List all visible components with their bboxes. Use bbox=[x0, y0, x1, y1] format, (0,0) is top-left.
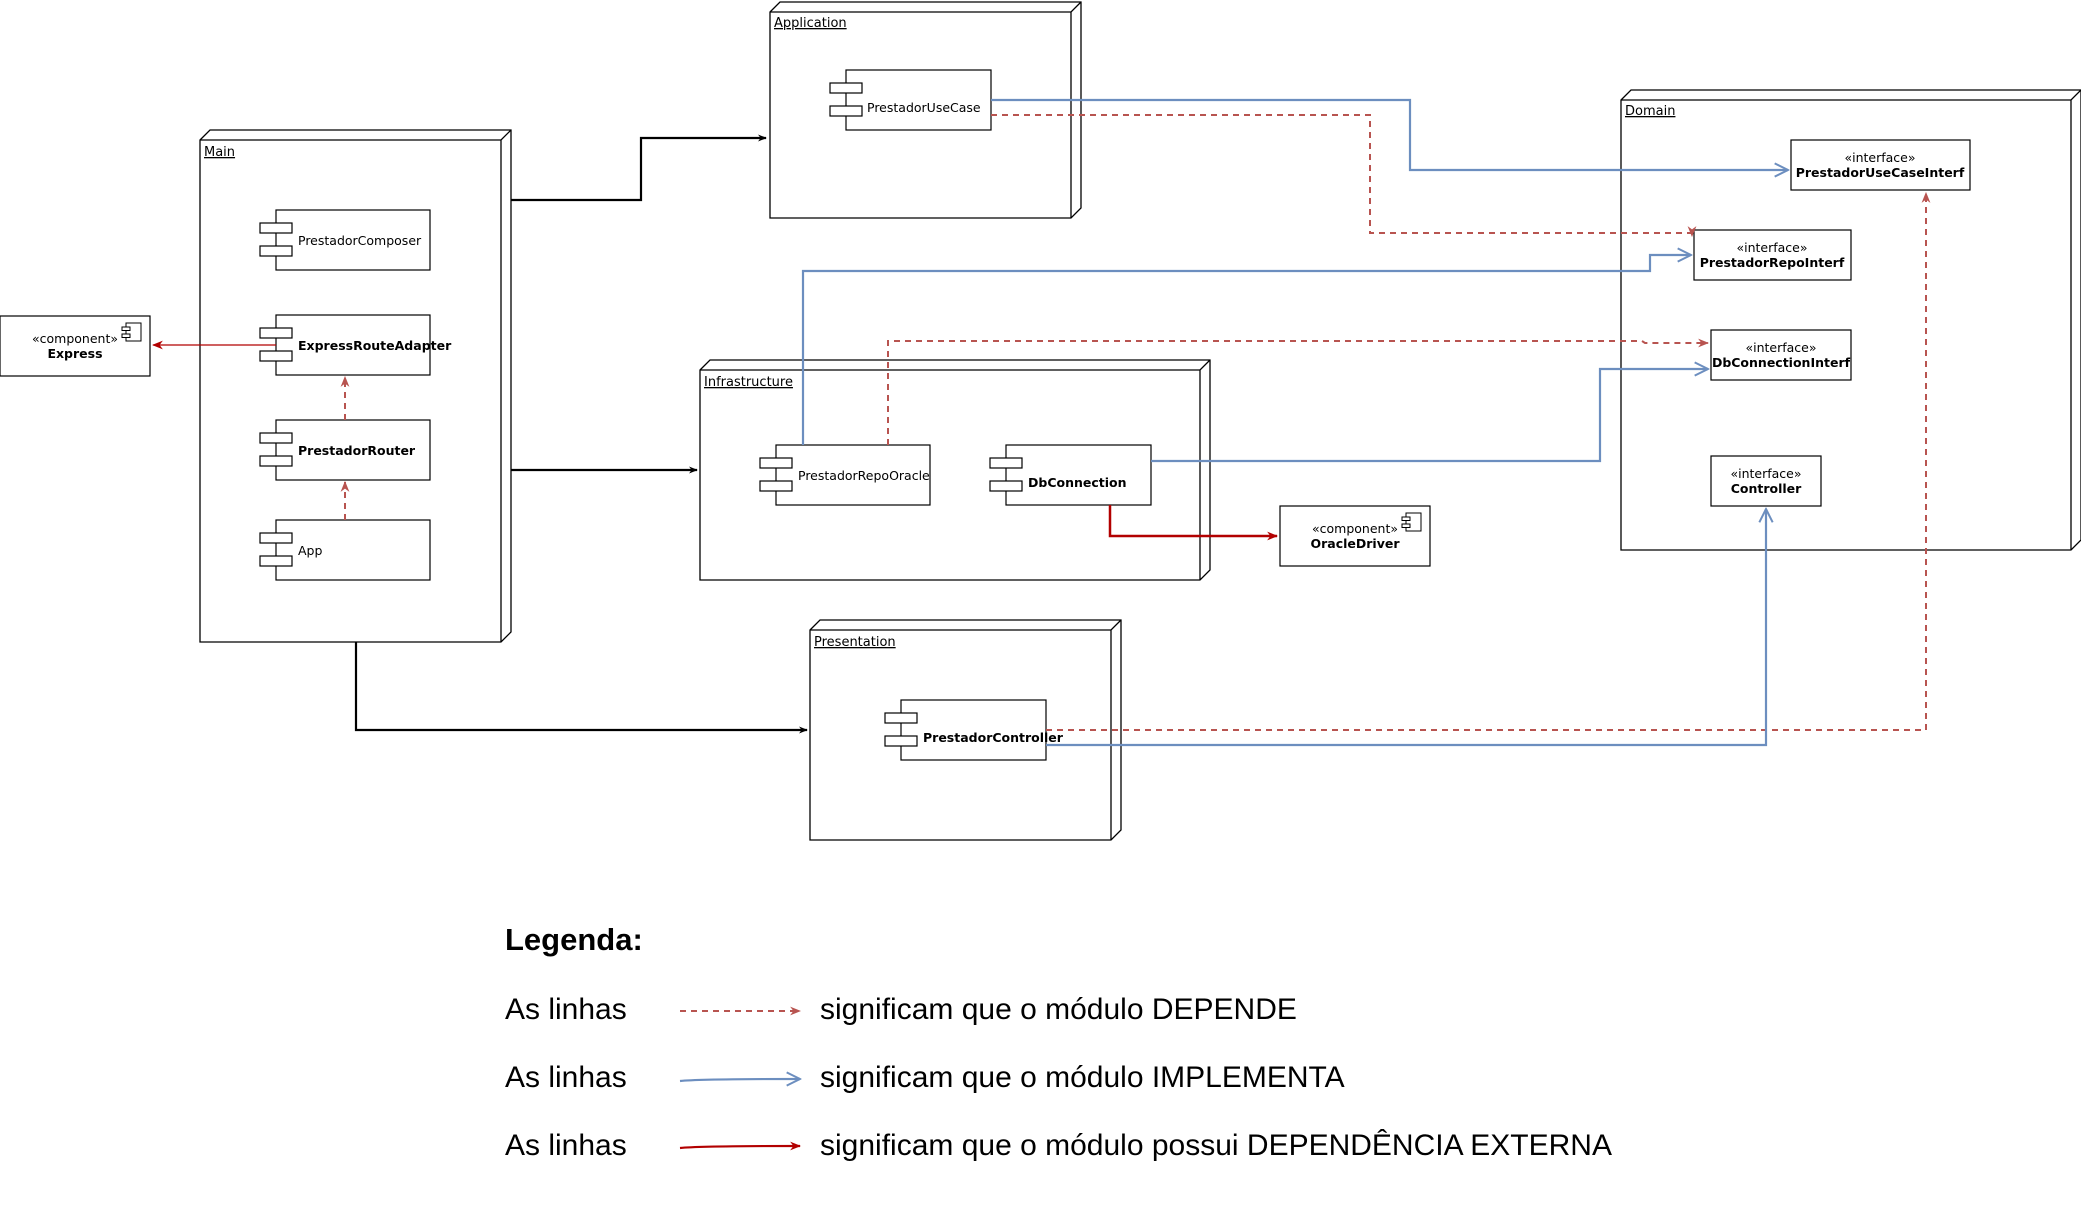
component-prestador-composer[interactable]: PrestadorComposer bbox=[259, 209, 431, 271]
external-express-label: Express bbox=[47, 346, 102, 361]
edge-controller-implements-interf bbox=[1046, 509, 1766, 747]
component-db-connection-label: DbConnection bbox=[1028, 475, 1127, 490]
node-infrastructure-label: Infrastructure bbox=[704, 375, 793, 390]
legend-row-text: significam que o módulo IMPLEMENTA bbox=[820, 1061, 1345, 1094]
component-prestador-router-label: PrestadorRouter bbox=[298, 443, 416, 458]
node-infrastructure[interactable]: Infrastructure bbox=[699, 359, 1211, 581]
edge-repo-oracle-to-db-interf bbox=[887, 338, 1710, 445]
legend-row-text: significam que o módulo possui DEPENDÊNC… bbox=[820, 1129, 1612, 1162]
edge-controller-to-usecase-interf bbox=[1046, 191, 1931, 731]
interface-controller[interactable]: «interface» Controller bbox=[1710, 455, 1822, 507]
edge-usecase-implements-interf bbox=[991, 98, 1788, 170]
edge-dbconnection-implements-interf bbox=[1151, 369, 1708, 463]
external-component-oracle-driver[interactable]: «component» OracleDriver bbox=[1279, 505, 1431, 567]
node-main-label: Main bbox=[204, 145, 235, 160]
component-app[interactable]: App bbox=[259, 519, 431, 581]
node-application-label: Application bbox=[774, 16, 847, 31]
component-icon bbox=[1401, 512, 1422, 532]
edge-dbconnection-to-oracledriver bbox=[1108, 505, 1279, 541]
external-oracle-driver-label: OracleDriver bbox=[1310, 536, 1400, 551]
external-stereotype: «component» bbox=[32, 331, 118, 346]
interface-prestador-use-case-interf-label: PrestadorUseCaseInterf bbox=[1796, 165, 1965, 180]
node-domain[interactable]: Domain bbox=[1620, 89, 2081, 551]
legend-external-line bbox=[679, 1141, 802, 1151]
legend-implements-line bbox=[679, 1079, 800, 1081]
interface-prestador-repo-interf[interactable]: «interface» PrestadorRepoInterf bbox=[1693, 229, 1852, 281]
component-app-label: App bbox=[298, 543, 322, 558]
legend-row-prefix: As linhas bbox=[505, 1061, 627, 1094]
legend-row-prefix: As linhas bbox=[505, 1129, 627, 1162]
interface-db-connection-interf[interactable]: «interface» DbConnectionInterf bbox=[1710, 329, 1852, 381]
legend-row-depends: As linhas significam que o módulo DEPEND… bbox=[505, 993, 1297, 1026]
component-express-route-adapter[interactable]: ExpressRouteAdapter bbox=[259, 314, 452, 376]
component-prestador-router[interactable]: PrestadorRouter bbox=[259, 419, 431, 481]
edge-main-to-presentation bbox=[354, 642, 808, 734]
external-stereotype: «component» bbox=[1312, 521, 1398, 536]
interface-controller-label: Controller bbox=[1731, 481, 1802, 496]
component-db-connection[interactable]: DbConnection bbox=[989, 444, 1152, 506]
legend-row-prefix: As linhas bbox=[505, 993, 627, 1026]
component-icon bbox=[121, 322, 142, 342]
interface-prestador-repo-interf-label: PrestadorRepoInterf bbox=[1700, 255, 1845, 270]
external-component-express[interactable]: «component» Express bbox=[0, 315, 151, 377]
interface-db-connection-interf-label: DbConnectionInterf bbox=[1712, 355, 1851, 370]
legend-row-external: As linhas significam que o módulo possui… bbox=[505, 1129, 1612, 1162]
component-prestador-repo-oracle[interactable]: PrestadorRepoOracle bbox=[759, 444, 931, 506]
edge-main-to-application bbox=[511, 134, 767, 202]
component-prestador-composer-label: PrestadorComposer bbox=[298, 233, 422, 248]
component-prestador-use-case[interactable]: PrestadorUseCase bbox=[829, 69, 992, 131]
component-prestador-controller-label: PrestadorController bbox=[923, 730, 1064, 745]
interface-stereotype: «interface» bbox=[1745, 340, 1816, 355]
interface-stereotype: «interface» bbox=[1730, 466, 1801, 481]
edge-repo-oracle-implements-interf bbox=[801, 255, 1691, 445]
component-prestador-use-case-label: PrestadorUseCase bbox=[867, 100, 981, 115]
interface-prestador-use-case-interf[interactable]: «interface» PrestadorUseCaseInterf bbox=[1790, 139, 1971, 191]
component-express-route-adapter-label: ExpressRouteAdapter bbox=[298, 338, 452, 353]
legend-row-implements: As linhas significam que o módulo IMPLEM… bbox=[505, 1061, 1345, 1094]
interface-stereotype: «interface» bbox=[1844, 150, 1915, 165]
edge-usecase-to-repo-interf bbox=[991, 114, 1697, 238]
node-presentation-label: Presentation bbox=[814, 635, 896, 650]
component-prestador-repo-oracle-label: PrestadorRepoOracle bbox=[798, 468, 930, 483]
interface-stereotype: «interface» bbox=[1736, 240, 1807, 255]
legend-title: Legenda: bbox=[505, 922, 643, 957]
component-prestador-controller[interactable]: PrestadorController bbox=[884, 699, 1064, 761]
node-domain-label: Domain bbox=[1625, 104, 1675, 119]
legend-row-text: significam que o módulo DEPENDE bbox=[820, 993, 1297, 1026]
legend: Legenda: As linhas significam que o módu… bbox=[505, 922, 1612, 1162]
